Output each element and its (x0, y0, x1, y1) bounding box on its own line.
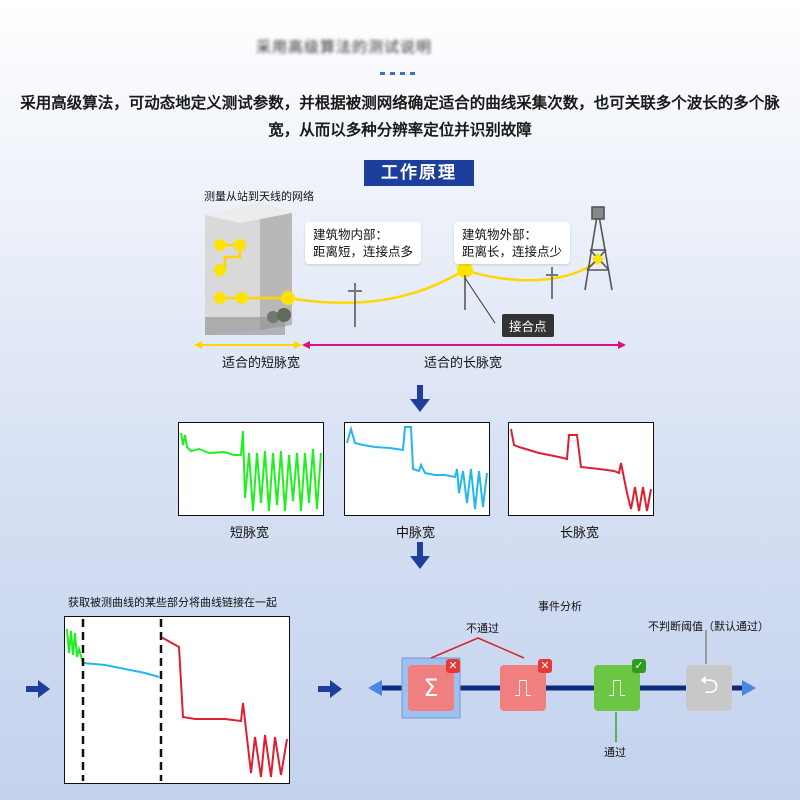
antenna-tower (584, 206, 613, 291)
pole (348, 283, 362, 327)
loop-node[interactable]: ⮌ (686, 665, 732, 711)
pass-label: 通过 (604, 746, 626, 759)
medium-pulse-trace (346, 425, 488, 510)
down-arrow-icon (410, 385, 430, 412)
joint-label: 接合点 (502, 314, 554, 337)
inside-callout: 建筑物内部： 距离短，连接点多 (305, 222, 422, 264)
loop-icon: ⮌ (699, 670, 719, 699)
connection-point (234, 239, 246, 251)
long-pulse-trace (510, 428, 652, 512)
pulse-node-fail[interactable]: ⎍ ✕ (500, 659, 552, 711)
pulse-icon: ⎍ (608, 674, 626, 702)
network-label: 测量从站到天线的网络 (204, 190, 314, 203)
long-pulse-label: 长脉宽 (560, 526, 600, 541)
pulse-node-pass[interactable]: ⎍ ✓ (594, 659, 646, 711)
right-arrow-icon[interactable] (742, 680, 756, 696)
event-analysis-title: 事件分析 (538, 600, 582, 613)
right-arrow-icon (26, 680, 50, 698)
fail-icon: ✕ (446, 659, 460, 673)
tower-point (592, 253, 604, 265)
outside-callout: 建筑物外部： 距离长，连接点少 (454, 222, 571, 264)
short-pulse-trace (180, 430, 322, 512)
pole (546, 267, 558, 299)
connection-point (214, 292, 226, 304)
sigma-node[interactable]: Σ ✕ (408, 659, 460, 711)
short-pulse-label: 短脉宽 (230, 526, 270, 541)
principle-badge: 工作原理 (364, 160, 474, 186)
fail-label: 不通过 (466, 622, 499, 635)
long-pulse-range-label: 适合的长脉宽 (424, 356, 503, 371)
fail-bracket (430, 637, 525, 659)
down-arrow-icon (410, 542, 430, 569)
network-illustration (194, 203, 626, 349)
connection-point (214, 239, 226, 251)
connection-point (214, 264, 226, 276)
medium-pulse-label: 中脉宽 (396, 526, 436, 541)
right-arrow-icon (318, 680, 342, 698)
medium-pulse-panel (344, 422, 490, 516)
merge-label: 获取被测曲线的某些部分将曲线链接在一起 (68, 596, 277, 609)
pulse-icon: ⎍ (514, 674, 532, 702)
long-pulse-panel (508, 422, 654, 516)
tree (277, 308, 291, 322)
no-threshold-label: 不判断阈值（默认通过） (648, 620, 769, 633)
merged-trace (66, 619, 288, 781)
tree (267, 311, 279, 323)
fail-icon: ✕ (538, 659, 552, 673)
pass-icon: ✓ (632, 659, 646, 673)
merged-trace-panel (64, 616, 290, 784)
left-arrow-icon[interactable] (368, 680, 382, 696)
decor-dots (380, 72, 415, 75)
connection-point (281, 291, 295, 305)
short-pulse-range-label: 适合的短脉宽 (222, 356, 301, 371)
joint-point (457, 262, 473, 278)
short-pulse-panel (178, 422, 324, 516)
connection-point (236, 292, 248, 304)
blurred-title: 采用高级算法的测试说明 (256, 38, 433, 56)
joint-leader (464, 277, 496, 324)
sigma-icon: Σ (423, 674, 439, 702)
intro-text: 采用高级算法，可动态地定义测试参数，并根据被测网络确定适合的曲线采集次数，也可关… (20, 94, 780, 139)
